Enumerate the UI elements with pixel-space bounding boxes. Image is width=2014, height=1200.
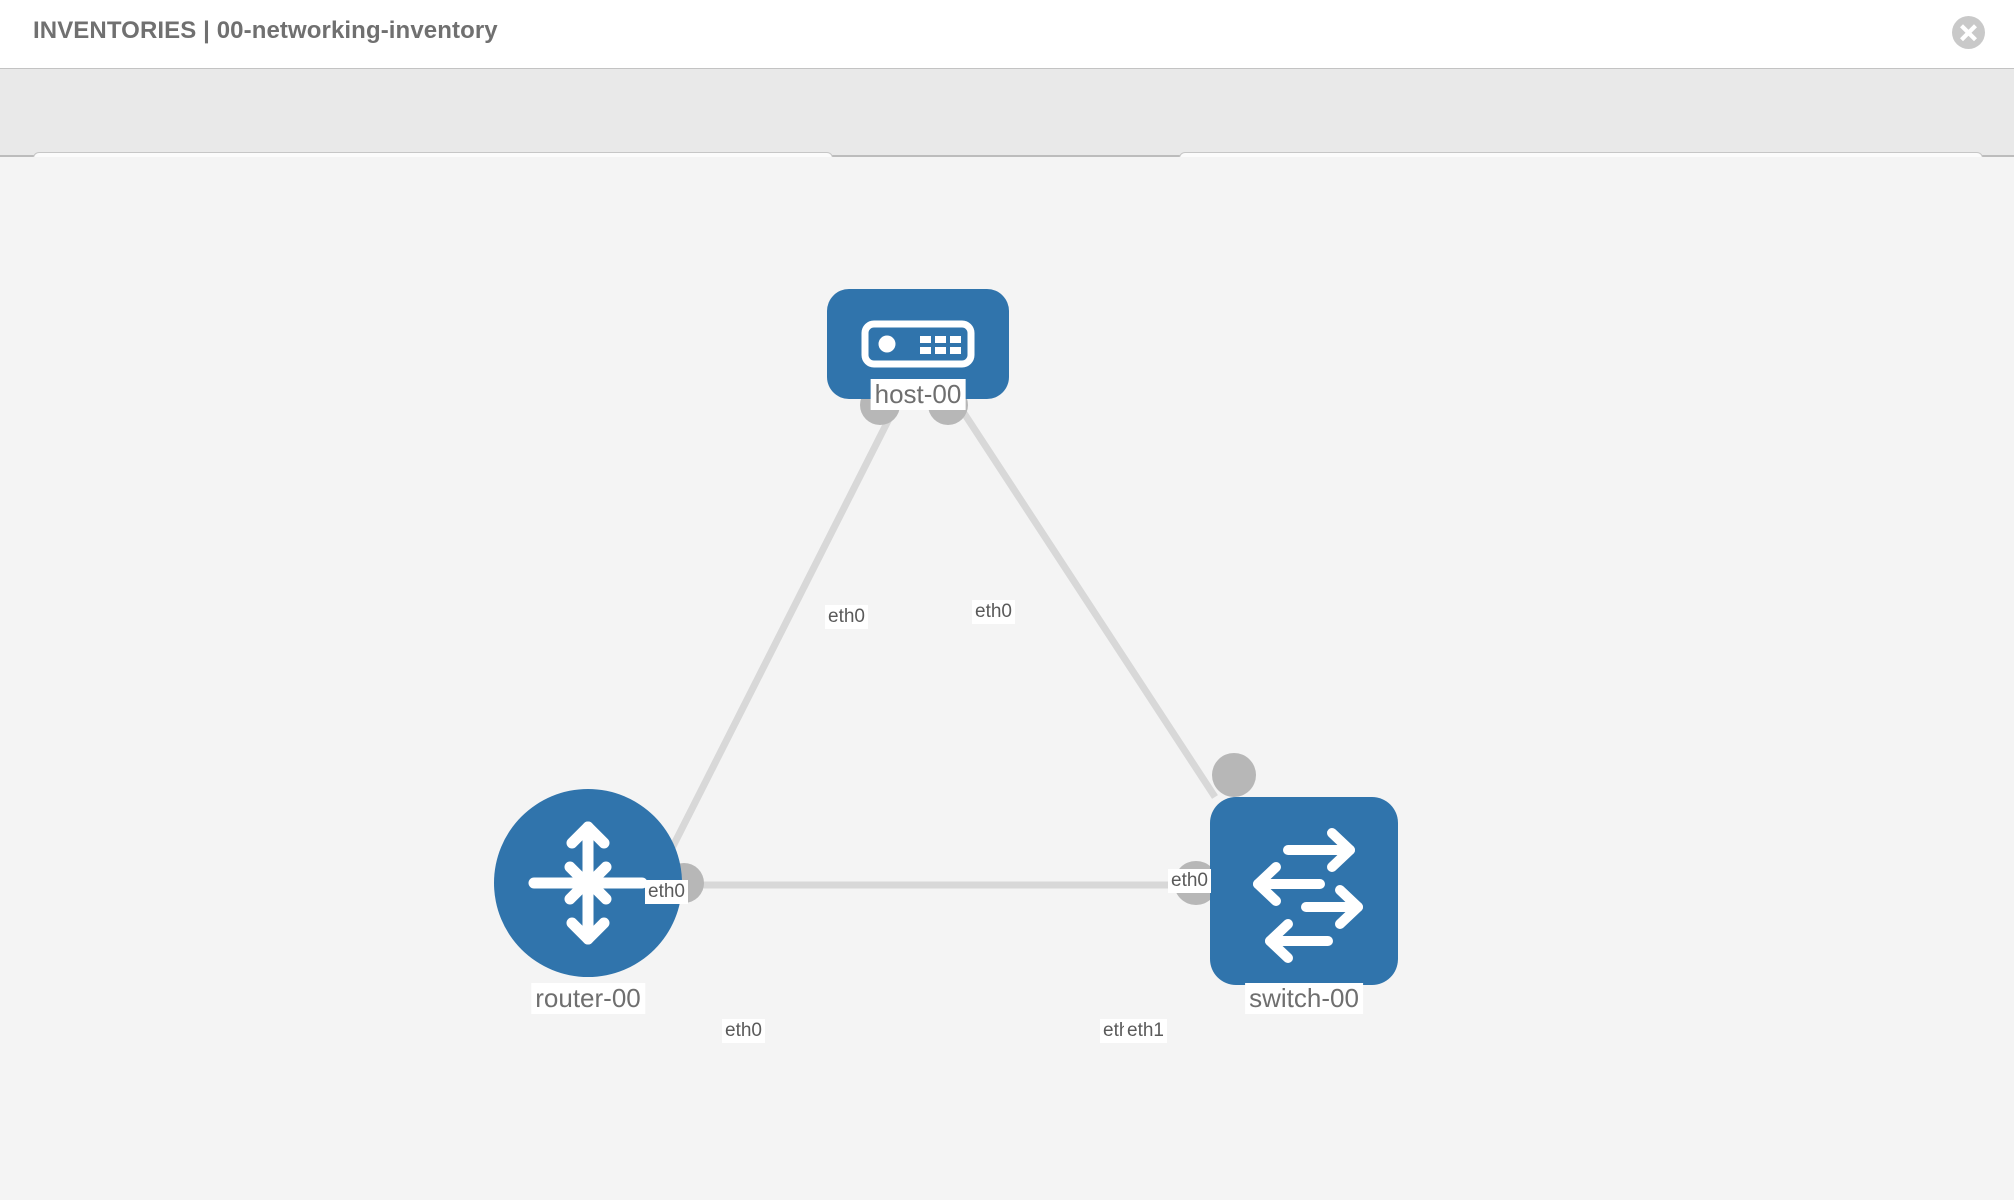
- edge-host00-switch00: [957, 405, 1218, 799]
- edge-label-router00-eth0: eth0: [722, 1019, 765, 1043]
- edge-label-router00-uplink-eth0: eth0: [645, 880, 688, 904]
- edge-label-switch00-uplink-eth0: eth0: [1168, 869, 1211, 893]
- router-arrows-icon: [528, 821, 648, 945]
- topology-edges: [661, 405, 1218, 889]
- port-switch00-eth0[interactable]: [1212, 753, 1256, 797]
- topology-node-switch-00[interactable]: [1210, 797, 1398, 985]
- server-appliance-icon: [861, 320, 975, 368]
- edge-label-host00-eth0-left: eth0: [825, 605, 868, 629]
- topology-canvas[interactable]: host-00: [0, 157, 2014, 1200]
- page-header: INVENTORIES | 00-networking-inventory: [0, 0, 2014, 68]
- edge-label-switch00-eth1: eth1: [1124, 1019, 1167, 1043]
- close-icon[interactable]: [1952, 16, 1985, 49]
- node-label-router-00: router-00: [531, 983, 645, 1014]
- switch-node-shape[interactable]: [1210, 797, 1398, 985]
- edge-host00-router00: [661, 405, 899, 864]
- node-label-host-00: host-00: [870, 379, 966, 410]
- edge-label-host00-eth0-right: eth0: [972, 600, 1015, 624]
- page-title: INVENTORIES | 00-networking-inventory: [33, 17, 498, 44]
- node-label-switch-00: switch-00: [1245, 983, 1363, 1014]
- switch-arrows-icon: [1253, 828, 1363, 963]
- toolbar: ACTIONS SEARCH: [0, 68, 2014, 203]
- topology-graph: host-00: [0, 157, 2014, 1200]
